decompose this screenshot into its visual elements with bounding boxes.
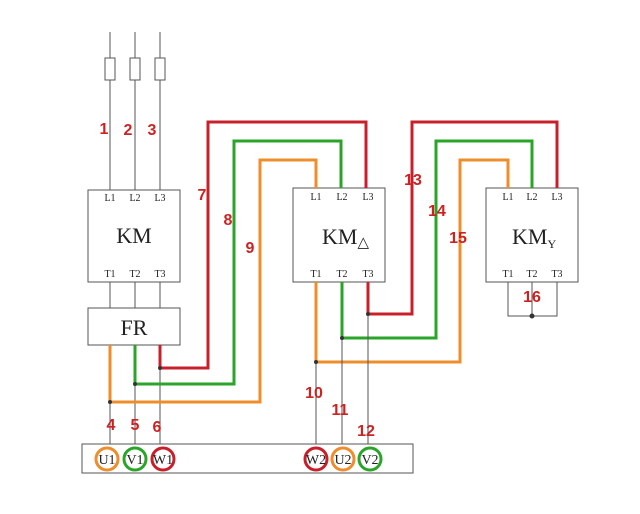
km-name: KM: [116, 223, 151, 248]
km-delta-input-l2: L2: [336, 192, 347, 203]
wire-9: [108, 158, 318, 404]
km-y-output-t3: T3: [551, 269, 562, 280]
terminal-v1: V1: [122, 446, 148, 472]
terminal-v2: V2: [357, 446, 383, 472]
wire-number-13: 13: [404, 172, 422, 189]
terminal-u1: U1: [94, 446, 120, 472]
wire-number-10: 10: [305, 385, 323, 402]
wire-number-14: 14: [428, 203, 446, 220]
wire-number-labels: 1 2 3 4 5 6 7 8 9 10 11 12 13 14 15 16: [100, 121, 541, 440]
km-output-t2: T2: [129, 269, 140, 280]
km-delta-input-l3: L3: [362, 192, 373, 203]
km-delta-symbol: △: [357, 235, 369, 251]
wire-number-5: 5: [131, 417, 140, 434]
motor-drops: [108, 312, 370, 444]
svg-text:V2: V2: [361, 453, 378, 468]
wires: [108, 120, 559, 404]
fuse-l3: [154, 57, 166, 81]
km-input-l3: L3: [154, 193, 165, 204]
terminal-w2: W2: [303, 446, 329, 472]
motor-terminal-block: U1 V1 W1 W2 U2 V2: [81, 443, 414, 474]
wire-7: [158, 120, 368, 370]
km-y-name: KM: [512, 224, 547, 249]
fr-name: FR: [121, 315, 148, 340]
km-y-box: L1 L2 L3 KMY T1 T2 T3: [485, 187, 579, 283]
km-y-output-t2: T2: [526, 269, 537, 280]
km-y-input-l2: L2: [526, 192, 537, 203]
km-delta-name: KM: [322, 224, 357, 249]
km-delta-output-t1: T1: [310, 269, 321, 280]
wire-13: [366, 120, 559, 316]
km-input-l1: L1: [104, 193, 115, 204]
km-y-symbol: Y: [547, 237, 556, 251]
svg-text:V1: V1: [126, 453, 143, 468]
km-delta-output-t2: T2: [336, 269, 347, 280]
wire-number-9: 9: [246, 240, 255, 257]
wire-8: [133, 139, 343, 386]
wire-number-1: 1: [100, 121, 109, 138]
wire-number-11: 11: [332, 402, 349, 419]
terminal-w1: W1: [150, 446, 176, 472]
fr-box: FR: [87, 307, 181, 346]
wire-15: [314, 158, 510, 364]
wire-number-15: 15: [449, 230, 467, 247]
km-output-t1: T1: [104, 269, 115, 280]
km-y-input-l1: L1: [502, 192, 513, 203]
wire-number-8: 8: [224, 212, 233, 229]
wire-number-12: 12: [357, 423, 375, 440]
wire-14: [340, 139, 534, 340]
wire-number-6: 6: [153, 419, 162, 436]
km-delta-input-l1: L1: [310, 192, 321, 203]
wire-number-16: 16: [523, 289, 541, 306]
svg-text:KMY: KMY: [512, 224, 556, 251]
wire-number-2: 2: [124, 122, 133, 139]
star-point: [529, 313, 535, 319]
km-delta-output-t3: T3: [362, 269, 373, 280]
fuse-l2: [129, 57, 141, 81]
svg-text:KM△: KM△: [322, 224, 369, 251]
svg-text:W2: W2: [306, 453, 326, 468]
km-output-t3: T3: [154, 269, 165, 280]
wire-number-4: 4: [107, 417, 116, 434]
km-input-l2: L2: [129, 193, 140, 204]
svg-text:U1: U1: [98, 453, 115, 468]
km-y-output-t1: T1: [502, 269, 513, 280]
svg-text:W1: W1: [153, 453, 173, 468]
svg-text:U2: U2: [334, 453, 351, 468]
fuse-l1: [104, 57, 116, 81]
terminal-u2: U2: [330, 446, 356, 472]
km-y-input-l3: L3: [551, 192, 562, 203]
km-delta-box: L1 L2 L3 KM△ T1 T2 T3: [292, 187, 386, 283]
km-box: L1 L2 L3 KM T1 T2 T3: [87, 189, 181, 283]
wire-number-3: 3: [148, 122, 157, 139]
wire-number-7: 7: [198, 187, 207, 204]
